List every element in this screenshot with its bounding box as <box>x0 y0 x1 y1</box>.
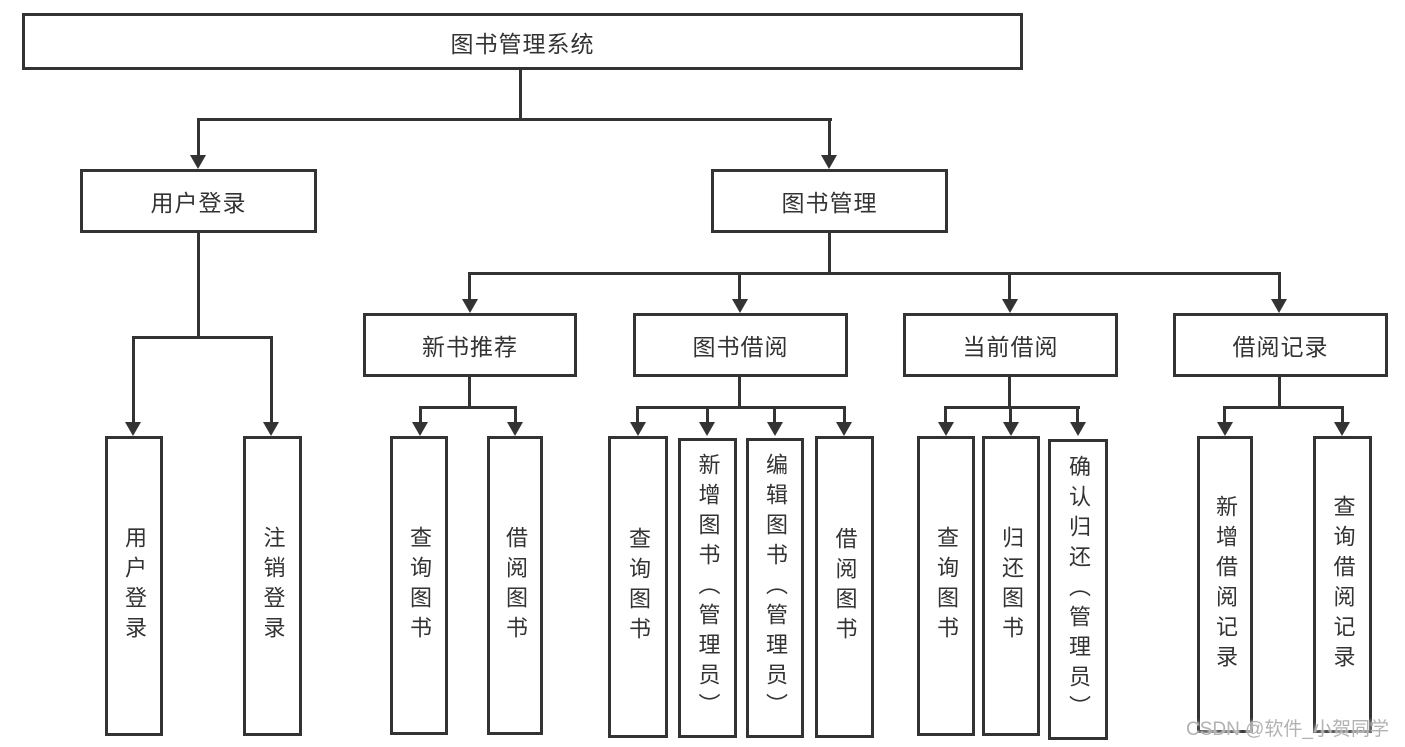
connector-current-borrow-stem <box>1008 377 1011 406</box>
connector-drop <box>468 272 471 299</box>
leaf-user-login: 用户登录 <box>105 436 163 736</box>
leaf-nb-borrow-book-label: 借阅图书 <box>503 525 528 646</box>
node-current-borrow: 当前借阅 <box>903 313 1118 377</box>
leaf-nb-borrow-book: 借阅图书 <box>487 436 543 735</box>
arrowhead-down-icon <box>1217 422 1233 436</box>
connector-level3-rail <box>468 272 1281 275</box>
connector-user-login-rail <box>132 336 273 339</box>
connector-borrow-records-rail <box>1223 406 1344 409</box>
leaf-cb-query-book-label: 查询图书 <box>934 526 959 646</box>
connector-new-book-rail <box>419 406 517 409</box>
arrowhead-down-icon <box>190 155 206 169</box>
connector-drop <box>1009 406 1012 422</box>
connector-drop <box>706 406 709 422</box>
leaf-bb-add-book-admin: 新增图书（管理员） <box>678 438 737 738</box>
leaf-logout: 注销登录 <box>243 436 302 736</box>
connector-drop <box>132 336 135 422</box>
arrowhead-down-icon <box>263 422 279 436</box>
node-current-borrow-label: 当前借阅 <box>962 334 1059 360</box>
leaf-logout-label: 注销登录 <box>260 526 286 646</box>
leaf-br-query-record: 查询借阅记录 <box>1313 436 1372 733</box>
leaf-user-login-label: 用户登录 <box>122 526 147 646</box>
leaf-cb-query-book: 查询图书 <box>917 436 975 736</box>
connector-drop <box>1223 406 1226 422</box>
leaf-nb-query-book-label: 查询图书 <box>407 525 432 646</box>
node-root-label: 图书管理系统 <box>450 30 595 57</box>
leaf-cb-return-book: 归还图书 <box>982 436 1040 736</box>
leaf-cb-return-book-label: 归还图书 <box>999 526 1024 646</box>
watermark-text: CSDN @软件_小贺同学 <box>1186 719 1389 740</box>
arrowhead-down-icon <box>507 422 523 436</box>
node-borrow-records-label: 借阅记录 <box>1232 334 1329 360</box>
connector-book-borrow-rail <box>636 406 846 409</box>
arrowhead-down-icon <box>125 422 141 436</box>
node-user-login-label: 用户登录 <box>150 190 247 216</box>
connector-borrow-records-stem <box>1278 377 1281 406</box>
node-root: 图书管理系统 <box>22 13 1023 70</box>
leaf-nb-query-book: 查询图书 <box>390 436 448 735</box>
arrowhead-down-icon <box>630 422 646 436</box>
node-book-borrow: 图书借阅 <box>633 313 848 377</box>
connector-user-login-stem <box>197 233 200 336</box>
connector-drop <box>944 406 947 422</box>
arrowhead-down-icon <box>821 155 837 169</box>
connector-book-mgmt-stem <box>828 233 831 272</box>
arrowhead-down-icon <box>938 422 954 436</box>
leaf-bb-borrow-book-label: 借阅图书 <box>832 527 858 647</box>
leaf-bb-add-book-admin-label: 新增图书（管理员） <box>695 453 721 723</box>
leaf-bb-borrow-book: 借阅图书 <box>815 436 874 738</box>
connector-drop <box>1341 406 1344 422</box>
leaf-bb-query-book: 查询图书 <box>608 436 668 738</box>
arrowhead-down-icon <box>1334 422 1350 436</box>
connector-drop <box>843 406 846 422</box>
leaf-cb-confirm-return-admin-label: 确认归还（管理员） <box>1066 454 1091 725</box>
connector-drop <box>636 406 639 422</box>
node-user-login: 用户登录 <box>80 169 317 233</box>
arrowhead-down-icon <box>1070 422 1086 436</box>
connector-new-book-stem <box>468 377 471 406</box>
connector-level2-rail <box>197 118 832 121</box>
arrowhead-down-icon <box>767 422 783 436</box>
arrowhead-down-icon <box>732 299 748 313</box>
connector-drop <box>1076 406 1079 422</box>
node-new-book-recommend: 新书推荐 <box>363 313 577 377</box>
leaf-bb-edit-book-admin-label: 编辑图书（管理员） <box>763 453 788 723</box>
connector-root-stem <box>519 70 522 118</box>
node-borrow-records: 借阅记录 <box>1173 313 1388 377</box>
connector-drop <box>514 406 517 422</box>
connector-drop <box>270 336 273 422</box>
connector-drop <box>738 272 741 299</box>
leaf-br-add-record: 新增借阅记录 <box>1197 436 1253 733</box>
arrowhead-down-icon <box>462 299 478 313</box>
arrowhead-down-icon <box>836 422 852 436</box>
connector-current-borrow-rail <box>944 406 1080 409</box>
arrowhead-down-icon <box>699 422 715 436</box>
arrowhead-down-icon <box>1271 299 1287 313</box>
leaf-br-query-record-label: 查询借阅记录 <box>1330 494 1356 675</box>
leaf-cb-confirm-return-admin: 确认归还（管理员） <box>1048 439 1108 740</box>
node-book-management-label: 图书管理 <box>781 190 878 216</box>
arrowhead-down-icon <box>1003 422 1019 436</box>
connector-drop <box>419 406 422 422</box>
connector-drop <box>828 118 831 155</box>
leaf-br-add-record-label: 新增借阅记录 <box>1213 494 1238 675</box>
arrowhead-down-icon <box>1002 299 1018 313</box>
arrowhead-down-icon <box>412 422 428 436</box>
connector-drop <box>1008 272 1011 299</box>
leaf-bb-edit-book-admin: 编辑图书（管理员） <box>746 438 804 738</box>
connector-drop <box>1278 272 1281 299</box>
node-book-management: 图书管理 <box>711 169 948 233</box>
node-new-book-recommend-label: 新书推荐 <box>422 334 518 360</box>
connector-book-borrow-stem <box>738 377 741 406</box>
node-book-borrow-label: 图书借阅 <box>692 334 789 360</box>
connector-drop <box>197 118 200 155</box>
connector-drop <box>773 406 776 422</box>
leaf-bb-query-book-label: 查询图书 <box>626 527 651 647</box>
